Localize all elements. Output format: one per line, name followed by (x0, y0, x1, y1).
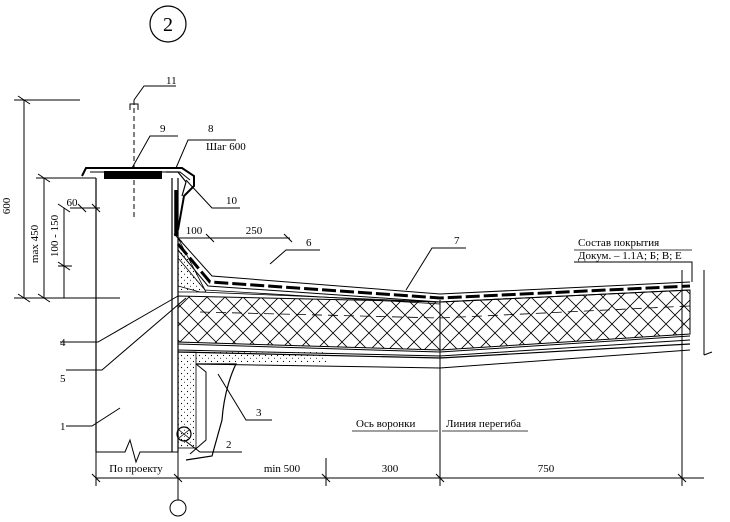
sheet-number: 2 (163, 14, 173, 36)
fold-line-label: Линия перегиба (446, 418, 521, 430)
anchor-bolt (129, 100, 139, 218)
callout-5: 5 (60, 373, 66, 385)
callout-8: 8 (208, 123, 214, 135)
dim-600: 600 (1, 197, 13, 214)
callout-numbers: 11 9 8 10 6 7 4 5 3 1 2 (60, 75, 460, 451)
dim-300: 300 (382, 463, 399, 475)
callout-2: 2 (226, 439, 232, 451)
dim-100-150: 100 - 150 (49, 214, 61, 257)
dimension-texts: 600 max 450 100 - 150 60 100 250 По прое… (1, 197, 555, 475)
callout-4: 4 (60, 337, 66, 349)
labels: Шаг 600 Ось воронки Линия перегиба Соста… (206, 141, 692, 432)
callout-11: 11 (166, 75, 177, 87)
dim-250: 250 (246, 225, 263, 237)
sheet-number-marker: 2 (149, 5, 187, 43)
sealant-cord (176, 426, 192, 442)
callout-3: 3 (256, 407, 262, 419)
dim-max450: max 450 (29, 224, 41, 263)
reference-lines (439, 270, 713, 486)
callout-6: 6 (306, 237, 312, 249)
dim-by-project: По проекту (109, 463, 163, 475)
dim-750: 750 (538, 463, 555, 475)
dim-min500: min 500 (264, 463, 301, 475)
concrete-infill (177, 351, 197, 449)
dim-100: 100 (186, 225, 203, 237)
callout-7: 7 (454, 235, 460, 247)
parapet-cap-flashing (81, 167, 195, 236)
pitch-label: Шаг 600 (206, 141, 246, 153)
dim-60: 60 (67, 197, 79, 209)
callout-1: 1 (60, 421, 66, 433)
fillet (177, 237, 207, 293)
slab-dots (196, 352, 326, 362)
roof-composition-title: Состав покрытия (578, 237, 659, 249)
callout-9: 9 (160, 123, 166, 135)
roof-composition-doc: Докум. – 1.1А; Б; В; Е (578, 250, 682, 262)
dimension-lines (14, 95, 704, 517)
leader-lines (60, 85, 693, 453)
callout-10: 10 (226, 195, 238, 207)
funnel-axis-label: Ось воронки (356, 418, 415, 430)
